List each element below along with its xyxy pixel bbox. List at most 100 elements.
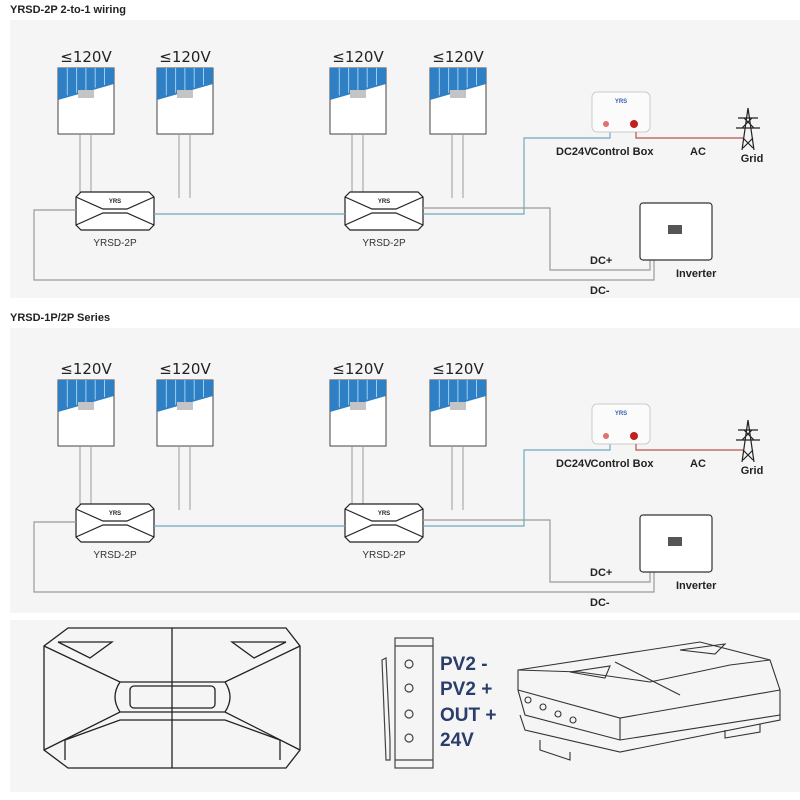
device-top-view xyxy=(43,627,301,769)
port-label-out-plus: OUT + xyxy=(440,705,496,726)
section-title-series: YRSD-1P/2P Series xyxy=(10,312,111,324)
control-box: YRS xyxy=(591,91,651,133)
inverter xyxy=(639,514,713,573)
solar-panel xyxy=(57,379,115,447)
rapid-shutdown-device: YRS xyxy=(344,191,424,231)
port-out-plus xyxy=(404,709,414,719)
label-dc24v: DC24V xyxy=(556,146,592,158)
inverter xyxy=(639,202,713,261)
junction-box xyxy=(350,402,366,410)
device-side-view xyxy=(381,637,434,769)
device-body xyxy=(344,191,424,231)
dc-minus-wire xyxy=(33,209,655,281)
device-body xyxy=(75,503,155,543)
dc24v-wire xyxy=(423,132,611,215)
device-label: YRSD-2P xyxy=(362,550,406,561)
section-title-2to1: YRSD-2P 2-to-1 wiring xyxy=(10,4,126,16)
tower-lines xyxy=(736,419,760,463)
label-grid: Grid xyxy=(741,465,764,477)
product-views-panel: PV2 - PV2 + OUT + 24V xyxy=(10,620,800,792)
brand-logo: YRS xyxy=(378,511,390,517)
solar-panel xyxy=(156,379,214,447)
ac-wire xyxy=(635,132,743,139)
product-views-svg: PV2 - PV2 + OUT + 24V xyxy=(43,627,781,769)
solar-panel xyxy=(429,379,487,447)
dc-minus-wire xyxy=(33,521,655,593)
voltage-label: ≤120V xyxy=(159,48,211,66)
voltage-label: ≤120V xyxy=(432,48,484,66)
rapid-shutdown-device: YRS xyxy=(75,503,155,543)
device-body xyxy=(344,503,424,543)
label-inverter: Inverter xyxy=(676,580,717,592)
wiring-diagram-series: ≤120V ≤120V ≤120V ≤120V YRS YRSD-2P YRS YRSD-2P… xyxy=(10,328,800,613)
port-label-pv2-plus: PV2 + xyxy=(440,679,492,700)
wiring-diagram-svg: ≤120V≤120V≤120V≤120VYRSYRSD-2PYRSYRSD-2P… xyxy=(33,48,764,297)
rapid-shutdown-device: YRS xyxy=(344,503,424,543)
voltage-label: ≤120V xyxy=(60,360,112,378)
label-ac: AC xyxy=(690,146,706,158)
label-dc-minus: DC- xyxy=(590,597,610,609)
control-box-body xyxy=(591,403,651,445)
label-dc-plus: DC+ xyxy=(590,567,612,579)
label-ac: AC xyxy=(690,458,706,470)
solar-panel xyxy=(57,67,115,135)
device-body xyxy=(75,191,155,231)
junction-box xyxy=(78,402,94,410)
wiring-diagram-svg: ≤120V ≤120V ≤120V ≤120V YRS YRSD-2P YRS YRSD-2P… xyxy=(33,360,764,609)
brand-logo: YRS xyxy=(615,411,627,417)
control-box: YRS xyxy=(591,403,651,445)
voltage-label: ≤120V xyxy=(432,360,484,378)
label-control-box: Control Box xyxy=(591,458,655,470)
terminal-ac xyxy=(630,120,638,128)
junction-box xyxy=(450,402,466,410)
label-dc-minus: DC- xyxy=(590,285,610,297)
device-label: YRSD-2P xyxy=(93,550,137,561)
grid-tower-icon xyxy=(736,107,760,151)
voltage-label: ≤120V xyxy=(332,360,384,378)
rapid-shutdown-device: YRS xyxy=(75,191,155,231)
dc-plus-wire xyxy=(423,519,651,583)
terminal-dc xyxy=(603,433,609,439)
inverter-display xyxy=(668,225,682,234)
junction-box xyxy=(78,90,94,98)
port-label-pv2-minus: PV2 - xyxy=(440,654,488,675)
terminal-dc xyxy=(603,121,609,127)
brand-logo: YRS xyxy=(378,199,390,205)
grid-tower-icon xyxy=(736,419,760,463)
voltage-label: ≤120V xyxy=(159,360,211,378)
label-dc24v: DC24V xyxy=(556,458,592,470)
device-lines xyxy=(75,508,155,538)
brand-logo: YRS xyxy=(615,99,627,105)
tower-lines xyxy=(736,107,760,151)
junction-box xyxy=(350,90,366,98)
port-24v xyxy=(404,733,414,743)
inverter-display xyxy=(668,537,682,546)
device-perspective-view xyxy=(517,641,781,761)
port-label-24v: 24V xyxy=(440,730,474,751)
device-lines xyxy=(344,508,424,538)
junction-box xyxy=(450,90,466,98)
port-pv2-minus xyxy=(404,659,414,669)
port-pv2-plus xyxy=(404,683,414,693)
voltage-label: ≤120V xyxy=(332,48,384,66)
device-label: YRSD-2P xyxy=(362,238,406,249)
label-control-box: Control Box xyxy=(591,146,655,158)
solar-panel xyxy=(429,67,487,135)
brand-logo: YRS xyxy=(109,199,121,205)
solar-panel xyxy=(156,67,214,135)
label-dc-plus: DC+ xyxy=(590,255,612,267)
device-lines xyxy=(75,196,155,226)
junction-box xyxy=(177,402,193,410)
junction-box xyxy=(177,90,193,98)
device-lines xyxy=(344,196,424,226)
solar-panel xyxy=(329,379,387,447)
control-box-body xyxy=(591,91,651,133)
device-label: YRSD-2P xyxy=(93,238,137,249)
label-inverter: Inverter xyxy=(676,268,717,280)
dc24v-wire xyxy=(423,444,611,527)
dc-plus-wire xyxy=(423,207,651,271)
ac-wire xyxy=(635,444,743,451)
label-grid: Grid xyxy=(741,153,764,165)
terminal-ac xyxy=(630,432,638,440)
